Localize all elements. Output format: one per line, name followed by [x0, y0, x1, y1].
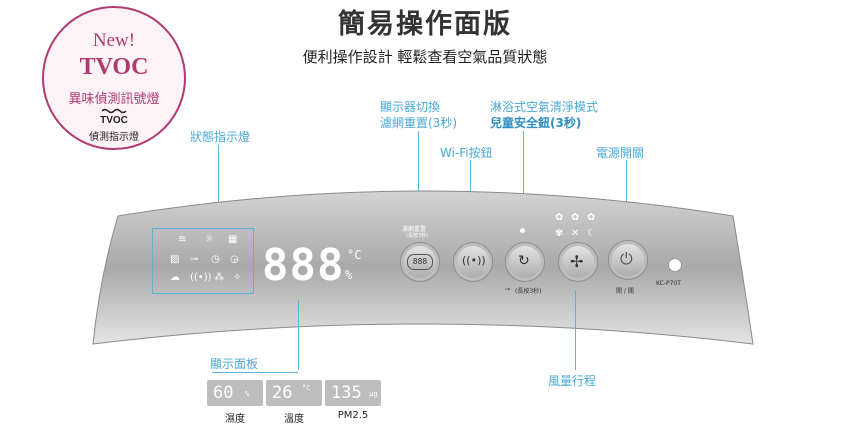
callout-fan-speed: 風量行程	[548, 374, 597, 388]
pm25-readout: 135 µg	[325, 380, 381, 406]
temperature-label: 溫度	[284, 414, 304, 425]
callout-display-panel: 顯示面板	[210, 357, 259, 371]
humidity-value: 60	[213, 383, 234, 403]
power-icon: ⏻	[620, 249, 633, 268]
wifi-indicator-icon: ((•))	[190, 272, 212, 283]
shower-mode-button[interactable]: ↻	[505, 242, 545, 282]
lock-hold-label: (長按3秒)	[515, 288, 542, 295]
leader-fan-speed	[575, 290, 576, 370]
wifi-icon: ((•))	[462, 254, 486, 267]
leader-display-panel	[298, 300, 299, 370]
filter-reset-sub: (長按3秒)	[406, 233, 429, 239]
unit-celsius: °C	[347, 248, 362, 262]
tvoc-indicator-icon: ≋	[178, 234, 187, 245]
page-title: 簡易操作面版	[338, 9, 512, 40]
drop-indicator-icon: ⁂	[214, 272, 224, 283]
pm25-label: PM2.5	[337, 410, 369, 421]
humidity-unit: %	[245, 390, 250, 398]
fan-speed-2-icon: ✿	[571, 212, 580, 223]
display-switch-button[interactable]: 888	[400, 242, 440, 282]
leader-display-panel-h	[212, 372, 298, 373]
pm-indicator-icon: ▦	[228, 234, 238, 245]
timer-indicator-icon: ◷	[211, 254, 220, 265]
callout-power-switch: 電源開關	[596, 146, 645, 160]
fan-speed-1-icon: ✿	[555, 212, 564, 223]
child-lock-indicator	[520, 228, 525, 233]
fan-speed-3-icon: ✿	[587, 212, 596, 223]
callout-status-light: 狀態指示燈	[190, 130, 251, 144]
cloud-indicator-icon: ☁	[170, 272, 180, 283]
callout-wifi-button: Wi-Fi按鈕	[440, 146, 493, 160]
badge-description: 異味偵測訊號燈	[68, 92, 160, 107]
leader-child-lock	[523, 131, 524, 227]
unit-percent: %	[345, 268, 353, 282]
badge-icon-label: 偵測指示燈	[89, 132, 139, 143]
fan-icon: ✢	[570, 252, 584, 271]
display-button-digits: 888	[407, 254, 433, 270]
tvoc-badge: New! TVOC 異味偵測訊號燈 TVOC 偵測指示燈	[42, 6, 186, 150]
callout-child-lock: 兒童安全鈕(3秒)	[490, 116, 582, 130]
wifi-button[interactable]: ((•))	[453, 242, 493, 282]
temperature-readout: 26 °C	[266, 380, 322, 406]
sparkle-indicator-icon: ✧	[233, 272, 242, 283]
callout-shower-mode: 淋浴式空氣清淨模式	[490, 100, 599, 114]
filter-indicator-icon: ▨	[170, 254, 180, 265]
humidity-readout: 60 %	[207, 380, 263, 406]
turbo-mode-icon: ✕	[571, 228, 580, 239]
humidity-label: 濕度	[225, 414, 245, 425]
lock-key-icon: ⊸	[505, 286, 511, 293]
tvoc-icon: TVOC	[99, 108, 129, 126]
pm25-unit: µg	[369, 390, 378, 398]
tvoc-icon-text: TVOC	[100, 115, 128, 126]
sensor-window	[668, 258, 682, 272]
sleep-mode-icon: ☾	[587, 228, 596, 239]
callout-display-switch-1: 顯示器切換	[380, 100, 441, 114]
pm25-value: 135	[331, 383, 362, 403]
main-digit-display: 888	[262, 240, 345, 291]
timer-plus-indicator-icon: ◶	[230, 254, 239, 265]
key-indicator-icon: ⊸	[190, 254, 199, 265]
fan-speed-button[interactable]: ✢	[558, 242, 598, 282]
page-subtitle: 便利操作設計 輕鬆查看空氣品質狀態	[302, 48, 548, 66]
badge-tvoc-label: TVOC	[79, 54, 149, 80]
auto-mode-icon: ✾	[555, 228, 564, 239]
leader-display-switch	[418, 131, 419, 241]
temperature-unit: °C	[302, 384, 311, 392]
temperature-value: 26	[272, 383, 293, 403]
power-button[interactable]: ⏻	[608, 240, 648, 280]
status-indicator-box	[152, 228, 254, 294]
power-on-off-label: 開 / 關	[616, 288, 634, 295]
sun-indicator-icon: ☼	[205, 234, 214, 245]
leader-power	[626, 160, 627, 240]
model-label: KC-P70T	[656, 280, 681, 287]
badge-new-label: New!	[92, 30, 136, 51]
filter-reset-label: 濾網重置	[402, 226, 427, 233]
swirl-icon: ↻	[518, 253, 530, 269]
callout-display-switch-2: 濾網重置(3秒)	[380, 116, 457, 130]
leader-status-light	[218, 145, 219, 230]
